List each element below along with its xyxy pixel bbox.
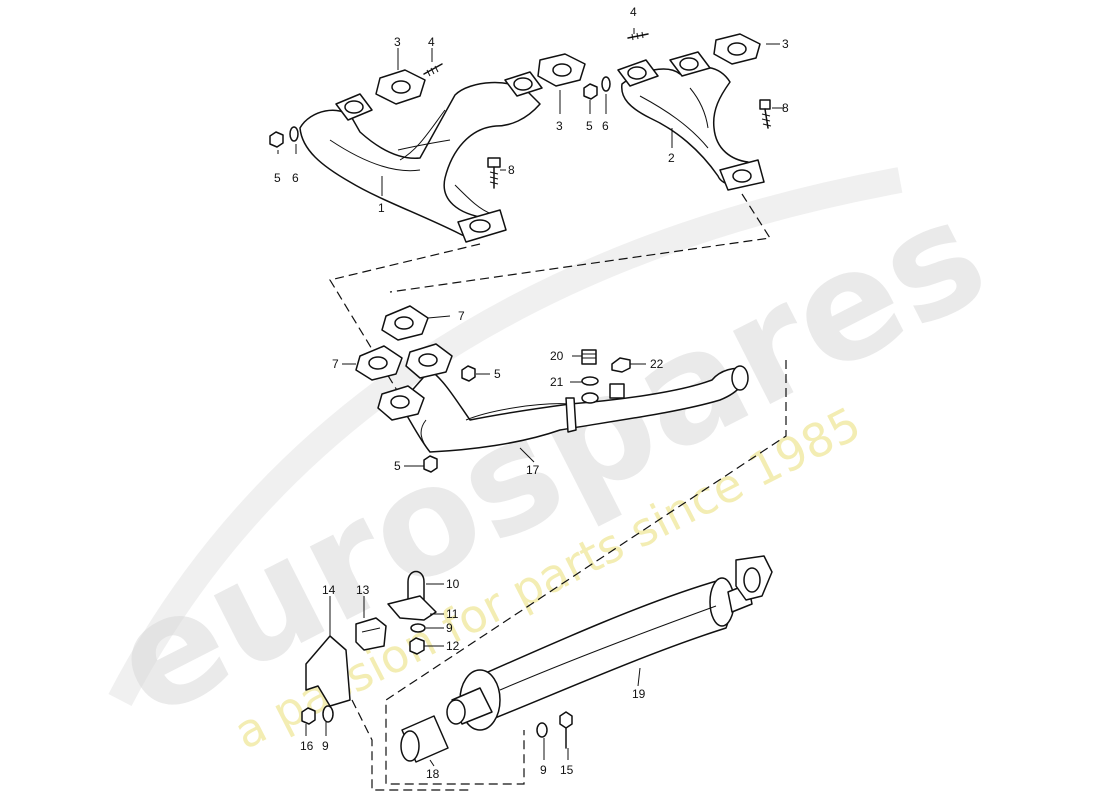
callout-4: 4: [428, 35, 435, 49]
plug-20: [581, 349, 597, 365]
callout-9: 9: [540, 763, 547, 777]
bolt-left: [487, 157, 501, 189]
washer-21: [581, 376, 599, 386]
callout-13: 13: [356, 583, 370, 597]
callout-17: 17: [526, 463, 540, 477]
nut-pipe-bottom: [423, 455, 438, 473]
nut-mid: [583, 83, 598, 100]
bolt-right: [759, 99, 772, 129]
callout-19: 19: [632, 687, 646, 701]
callout-18: 18: [426, 767, 440, 781]
callout-12: 12: [446, 639, 460, 653]
gasket-left-b: [537, 53, 586, 87]
gasket-pipe-upper: [381, 305, 429, 341]
bracket-11: [387, 595, 437, 621]
washer-9-left: [322, 705, 334, 723]
washer-left: [289, 126, 299, 142]
callout-1: 1: [378, 201, 385, 215]
rubber-mount-13: [355, 617, 387, 651]
callout-21: 21: [550, 375, 564, 389]
callout-11: 11: [446, 607, 459, 621]
pipe-flange-lower: [377, 385, 425, 421]
callout-8: 8: [782, 101, 789, 115]
washer-9-lower: [536, 722, 548, 738]
callout-10: 10: [446, 577, 460, 591]
callout-3: 3: [782, 37, 789, 51]
callout-8: 8: [508, 163, 515, 177]
leader-lines: [277, 28, 784, 767]
gasket-left-a: [375, 69, 426, 105]
gasket-pipe-lower: [355, 345, 403, 381]
cap-22: [611, 357, 631, 373]
washer-9-upper: [410, 623, 426, 633]
left-exhaust-manifold: [299, 71, 543, 243]
callout-5: 5: [274, 171, 281, 185]
callout-9: 9: [446, 621, 453, 635]
callout-3: 3: [556, 119, 563, 133]
sensor-boss: [581, 383, 625, 404]
nut-16: [301, 707, 316, 725]
callout-3: 3: [394, 35, 401, 49]
callout-2: 2: [668, 151, 675, 165]
callout-16: 16: [300, 739, 314, 753]
gasket-right: [713, 33, 761, 65]
bolt-15: [559, 711, 573, 749]
callout-5: 5: [494, 367, 501, 381]
right-exhaust-manifold: [617, 51, 765, 191]
callout-14: 14: [322, 583, 336, 597]
bracket-14: [305, 635, 351, 707]
stud-right: [627, 31, 649, 41]
callout-15: 15: [560, 763, 574, 777]
callout-6: 6: [292, 171, 299, 185]
callout-20: 20: [550, 349, 564, 363]
callout-22: 22: [650, 357, 664, 371]
callout-5: 5: [586, 119, 593, 133]
callout-4: 4: [630, 5, 637, 19]
nut-left: [269, 131, 284, 148]
washer-mid: [601, 76, 611, 92]
tailpipe: [400, 715, 449, 763]
nut-12: [409, 637, 425, 655]
u-bolt: [407, 570, 425, 605]
muffler: [446, 555, 773, 731]
callouts: 3 4 3 5 6 5 6 1 8 4 3 8 2 7 7 5 5 17 20 …: [274, 5, 789, 781]
nut-pipe-right: [461, 365, 476, 382]
front-exhaust-pipe: [399, 365, 749, 453]
stud-left: [423, 63, 443, 77]
callout-6: 6: [602, 119, 609, 133]
callout-7: 7: [332, 357, 339, 371]
callout-5: 5: [394, 459, 401, 473]
callout-7: 7: [458, 309, 465, 323]
callout-9: 9: [322, 739, 329, 753]
pipe-flange-upper: [405, 343, 453, 379]
